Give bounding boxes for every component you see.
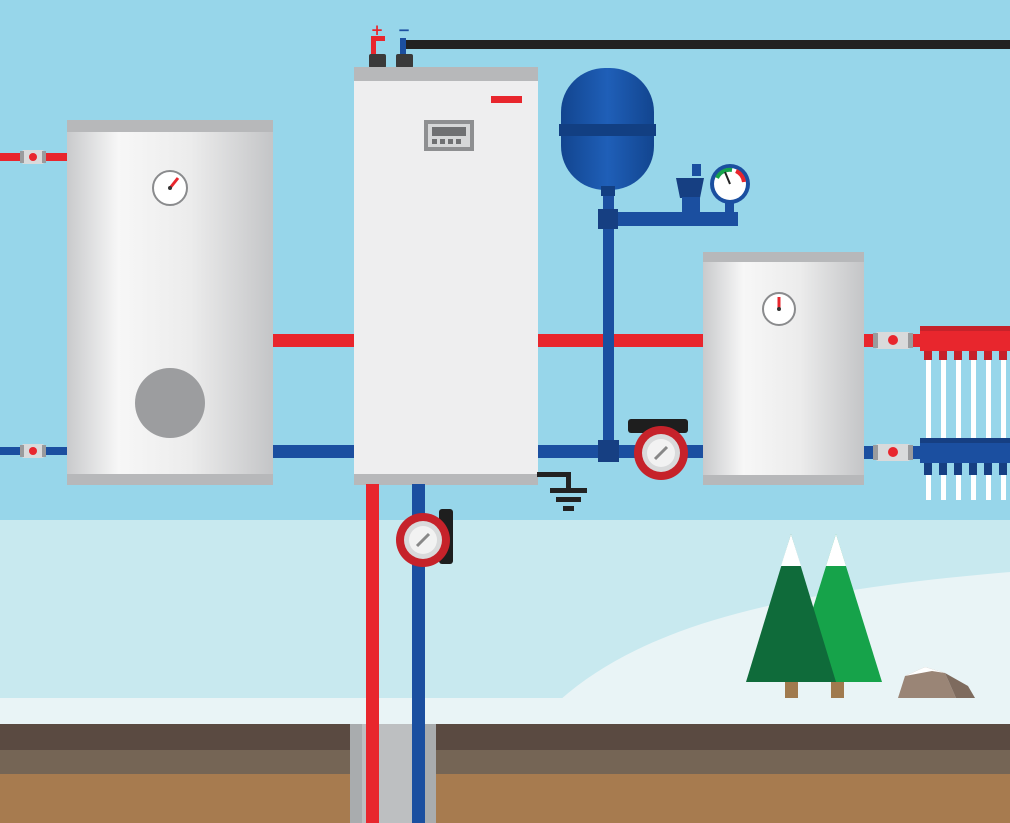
rock xyxy=(898,667,975,698)
ground-soil-layer xyxy=(0,774,1010,823)
supply-manifold-bar xyxy=(920,329,1010,351)
gauge-stem xyxy=(725,200,734,214)
terminal-plus-wire xyxy=(371,36,376,54)
terminal-plus-label: + xyxy=(371,21,384,39)
pressure-gauge-icon[interactable] xyxy=(710,164,750,204)
terminal-plus-block xyxy=(369,54,386,68)
ground-symbol-icon xyxy=(537,472,587,511)
branch-fitting xyxy=(598,209,618,229)
expansion-vessel xyxy=(559,68,656,196)
terminal-plus-wire-top xyxy=(371,36,385,41)
circulation-pump-icon[interactable] xyxy=(628,419,688,480)
vessel-riser-pipe xyxy=(603,188,614,450)
ground-loop-cold-pipe xyxy=(412,484,425,823)
gauge-branch-pipe xyxy=(603,212,738,226)
floor-heating-manifold xyxy=(920,326,1010,500)
tank-access-port xyxy=(135,368,205,438)
thermometer-gauge-icon[interactable] xyxy=(152,170,188,206)
terminal-minus-label: − xyxy=(398,21,411,39)
hot-water-tank-right xyxy=(703,252,864,485)
cold-pipe-left-to-center xyxy=(272,445,356,458)
valve-icon[interactable] xyxy=(20,150,46,164)
valve-icon[interactable] xyxy=(873,332,913,349)
thermometer-gauge-icon[interactable] xyxy=(762,292,796,326)
valve-icon[interactable] xyxy=(873,444,913,461)
status-indicator xyxy=(491,96,522,103)
air-vent xyxy=(676,164,704,213)
ground-subsoil-layer xyxy=(0,750,1010,774)
return-manifold-bar xyxy=(920,441,1010,463)
terminal-minus-block xyxy=(396,54,413,68)
control-panel-display-icon[interactable] xyxy=(424,120,474,151)
electrical-cable xyxy=(405,40,1010,49)
terminal-minus-wire xyxy=(400,38,406,54)
ground-topsoil-layer xyxy=(0,724,1010,750)
snow-strip xyxy=(0,698,1010,725)
tree-dark xyxy=(746,534,836,698)
hot-pipe-center-to-right xyxy=(537,334,705,347)
ground-loop-hot-pipe xyxy=(366,484,379,823)
hot-pipe-left-to-center xyxy=(272,334,356,347)
circulation-pump-icon[interactable] xyxy=(396,509,453,567)
riser-tee xyxy=(598,440,619,462)
valve-icon[interactable] xyxy=(20,444,46,458)
manifold-loops xyxy=(926,360,1006,500)
